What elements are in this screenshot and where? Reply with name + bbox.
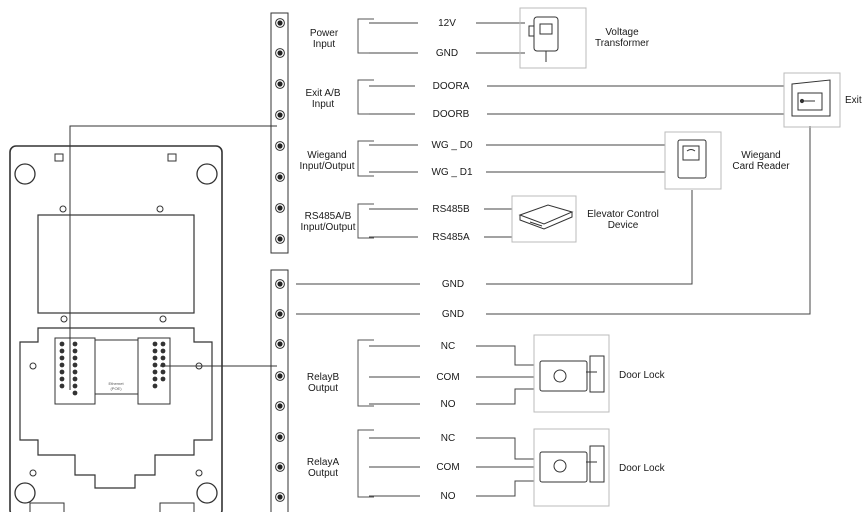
- device-label-voltage-transformer: Voltage Transformer: [590, 27, 654, 49]
- wiegand-card-reader: [664, 131, 722, 190]
- group-label-wiegand: Wiegand Input/Output: [299, 150, 354, 172]
- terminal-strip-top: [270, 12, 289, 254]
- group-label-line: Power: [309, 28, 339, 39]
- ethernet-port: [94, 339, 139, 395]
- signal-wg-d0: WG _ D0: [431, 140, 473, 151]
- signal-rs485b: RS485B: [432, 204, 470, 215]
- device-label-exit: Exit: [845, 95, 862, 106]
- group-label-line: RelayB: [306, 372, 340, 383]
- signal-com-a: COM: [436, 462, 460, 473]
- exit-button: [783, 72, 841, 128]
- signal-gnd-power: GND: [435, 48, 459, 59]
- group-label-line: Exit A/B: [305, 88, 341, 99]
- device-label-line: Wiegand: [741, 150, 781, 161]
- group-label-line: Input: [312, 39, 336, 50]
- signal-12v: 12V: [438, 18, 456, 29]
- device-label-line: Card Reader: [732, 161, 790, 172]
- signal-rs485a: RS485A: [432, 232, 470, 243]
- group-label-line: Output: [307, 383, 339, 394]
- group-label-rs485: RS485A/B Input/Output: [300, 211, 355, 233]
- door-lock-a: [533, 428, 610, 507]
- group-label-relay-b: RelayB Output: [307, 372, 339, 394]
- group-label-line: Wiegand: [307, 150, 347, 161]
- elevator-control-device: [511, 195, 577, 243]
- group-label-exit: Exit A/B Input: [305, 88, 340, 110]
- group-label-line: Output: [307, 468, 339, 479]
- ethernet-port-label-line: (POE): [110, 386, 122, 391]
- device-label-line: Device: [607, 220, 639, 231]
- signal-nc-a: NC: [440, 433, 456, 444]
- device-label-line: Voltage: [605, 27, 639, 38]
- ethernet-port-label: Ethernet (POE): [96, 381, 136, 391]
- group-label-line: RelayA: [306, 457, 340, 468]
- signal-com-b: COM: [436, 372, 460, 383]
- voltage-transformer: [519, 7, 587, 69]
- signal-no-b: NO: [440, 399, 456, 410]
- group-label-line: Input: [311, 99, 335, 110]
- device-label-elevator: Elevator Control Device: [580, 209, 666, 231]
- device-label-line: Elevator Control: [587, 209, 659, 220]
- signal-doora: DOORA: [432, 81, 470, 92]
- device-label-line: Transformer: [594, 38, 650, 49]
- group-label-line: Input/Output: [299, 161, 355, 172]
- intercom-device-back: [9, 145, 223, 512]
- group-label-relay-a: RelayA Output: [307, 457, 339, 479]
- wire-device-top-strip: [69, 125, 277, 390]
- signal-nc-b: NC: [440, 341, 456, 352]
- group-brackets: [357, 18, 374, 498]
- signal-gnd-1: GND: [441, 279, 465, 290]
- group-label-line: RS485A/B: [304, 211, 352, 222]
- ethernet-port-label-line: Ethernet: [108, 381, 124, 386]
- device-label-wiegand-reader: Wiegand Card Reader: [722, 150, 800, 172]
- terminal-strip-bottom: [270, 269, 289, 512]
- device-label-door-lock-b: Door Lock: [619, 370, 665, 381]
- terminal-pins: [59, 341, 166, 396]
- signal-doorb: DOORB: [432, 109, 470, 120]
- signal-no-a: NO: [440, 491, 456, 502]
- signal-gnd-2: GND: [441, 309, 465, 320]
- group-label-power: Power Input: [310, 28, 338, 50]
- door-lock-b: [533, 334, 610, 413]
- group-label-line: Input/Output: [300, 222, 356, 233]
- device-label-door-lock-a: Door Lock: [619, 463, 665, 474]
- signal-wg-d1: WG _ D1: [431, 167, 473, 178]
